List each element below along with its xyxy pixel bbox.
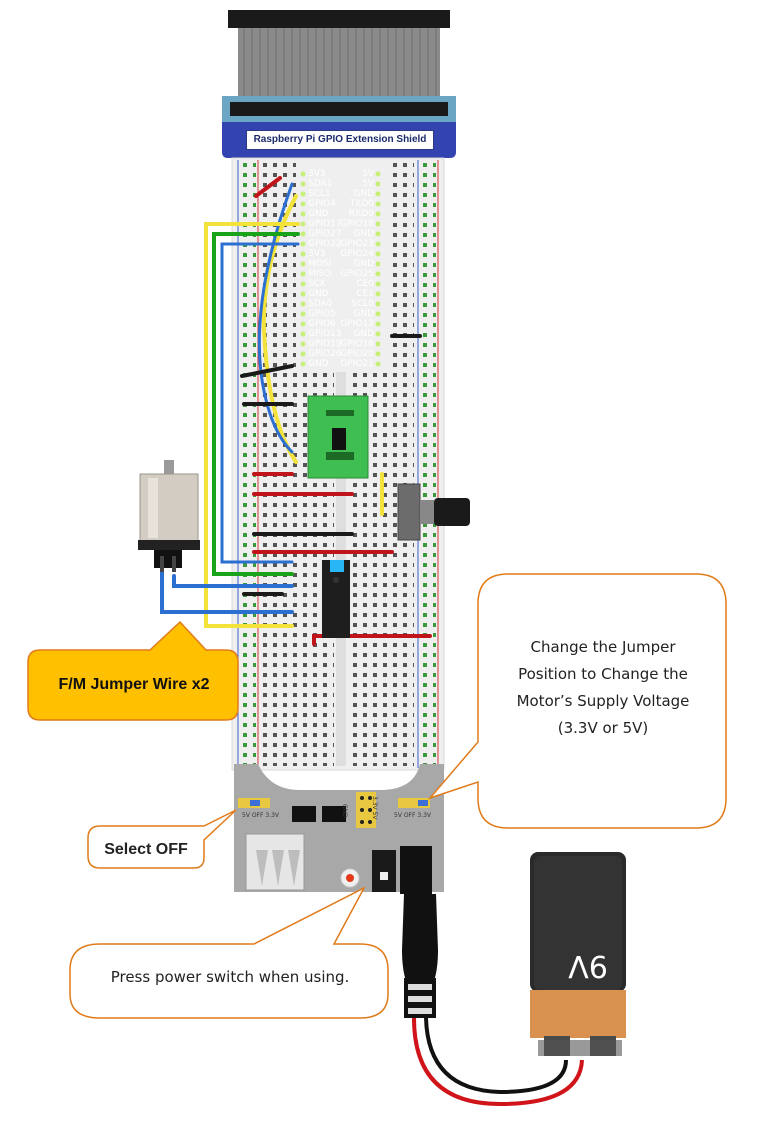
gnd-label: GND <box>341 804 348 818</box>
potentiometer <box>397 483 470 541</box>
middle-header-label: 3.3V 5V <box>371 796 378 820</box>
gpio-pin-label: SDA1 <box>308 179 333 189</box>
gpio-pin-label: GPIO5 <box>308 309 336 319</box>
gpio-pin-label: GND <box>308 289 329 299</box>
callout-jumper-wire <box>27 620 239 721</box>
dc-motor <box>138 460 200 572</box>
gpio-pin-label: GND <box>308 359 329 369</box>
gpio-pin-label: GPIO12 <box>340 319 374 329</box>
gpio-pin-label: GPIO25 <box>340 269 374 279</box>
gpio-pin-label: GND <box>353 259 374 269</box>
gpio-pin-label: CE1 <box>356 289 374 299</box>
gpio-pin-label: GPIO6 <box>308 319 336 329</box>
gpio-pin-label: GPIO20 <box>340 349 374 359</box>
right-jumper-label: 5V OFF 3.3V <box>394 812 432 819</box>
gpio-pin-label: GPIO21 <box>340 359 374 369</box>
gpio-pin-label: GPIO17 <box>308 219 342 229</box>
gpio-pin-label: MISO <box>308 269 332 279</box>
power-module <box>234 764 444 894</box>
gpio-pin-label: 3V3 <box>308 249 326 259</box>
battery-label: 9V <box>568 948 608 983</box>
gpio-pin-label: SCK <box>308 279 326 289</box>
gpio-pin-label: SCL1 <box>308 189 331 199</box>
jumper-wires <box>160 176 432 646</box>
gpio-pin-label: GND <box>353 329 374 339</box>
gpio-pin-label: GPIO27 <box>308 229 342 239</box>
gpio-pin-label: GPIO23 <box>340 239 374 249</box>
gpio-pin-label: GPIO16 <box>340 339 374 349</box>
gpio-pin-label: GPIO22 <box>308 239 342 249</box>
gpio-pin-label: GND <box>353 229 374 239</box>
gpio-pin-label: GND <box>353 309 374 319</box>
gpio-pin-label: GND <box>308 209 329 219</box>
gpio-pin-label: 3V3 <box>308 169 326 179</box>
gpio-pin-label: GPIO18 <box>340 219 374 229</box>
ribbon-cable <box>222 10 456 124</box>
callout-jumper-wire-text: F/M Jumper Wire x2 <box>58 676 210 693</box>
gpio-pin-label: GPIO19 <box>308 339 342 349</box>
gpio-pin-label: GPIO26 <box>308 349 342 359</box>
callout-power-switch-text: Press power switch when using. <box>110 968 350 986</box>
gpio-pin-label: GPIO4 <box>308 199 336 209</box>
gpio-pin-label: GND <box>353 189 374 199</box>
left-jumper-label: 5V OFF 3.3V <box>242 812 280 819</box>
callout-select-off <box>87 809 237 869</box>
dc-plug <box>402 894 584 1107</box>
gpio-pin-label: SCL0 <box>351 299 374 309</box>
battery-9v <box>530 852 626 1056</box>
gpio-pin-label: MOSI <box>308 259 332 269</box>
gpio-pin-label: 5V <box>362 169 374 179</box>
gpio-pin-label: GPIO24 <box>340 249 374 259</box>
motor-driver-module <box>307 395 369 479</box>
ic-chip <box>322 560 350 638</box>
gpio-pin-label: TXD0 <box>349 199 374 209</box>
gpio-pin-label: RXD0 <box>348 209 374 219</box>
gpio-pin-label: CE0 <box>356 279 374 289</box>
shield-title: Raspberry Pi GPIO Extension Shield <box>246 130 434 150</box>
callout-power-switch <box>69 886 389 1019</box>
gpio-pin-label: 5V <box>362 179 374 189</box>
gpio-pin-label: SDA0 <box>308 299 333 309</box>
callout-jumper-position-text: Change the Jumper Position to Change the… <box>516 638 690 737</box>
callout-jumper-position <box>427 573 727 829</box>
gpio-pin-label: GPIO13 <box>308 329 342 339</box>
callout-select-off-text: Select OFF <box>104 841 188 858</box>
